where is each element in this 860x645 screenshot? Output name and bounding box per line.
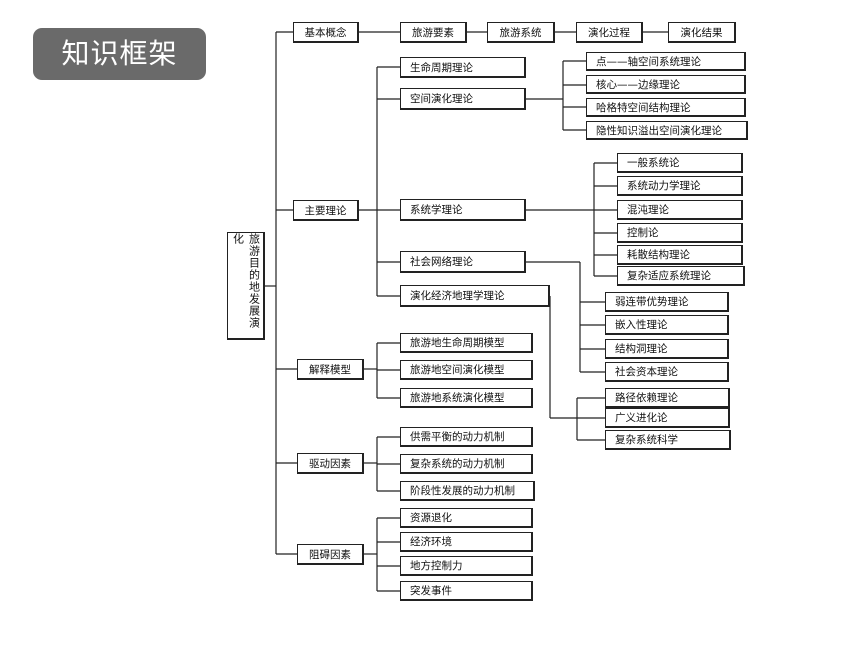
node-obstacle-item: 资源退化 [400,508,533,528]
node-spatial-item: 隐性知识溢出空间演化理论 [586,121,748,140]
node-obstacle-item: 经济环境 [400,532,533,552]
node-econ-geography-theory: 演化经济地理学理论 [400,285,550,307]
node-system-item: 系统动力学理论 [617,176,743,196]
node-model-item: 旅游地生命周期模型 [400,333,533,353]
node-basic-item: 演化结果 [668,22,736,43]
node-main-theories: 主要理论 [293,200,359,221]
node-obstacle-item: 地方控制力 [400,556,533,576]
node-driver-item: 阶段性发展的动力机制 [400,481,535,501]
node-social-item: 结构洞理论 [605,339,729,359]
node-obstacle-factors: 阻碍因素 [297,544,364,565]
node-spatial-item: 哈格特空间结构理论 [586,98,746,117]
node-econ-item: 路径依赖理论 [605,388,730,408]
node-basic-item: 演化过程 [576,22,643,43]
node-basic-item: 旅游系统 [487,22,555,43]
node-model-item: 旅游地空间演化模型 [400,360,533,380]
node-system-item: 控制论 [617,223,743,243]
node-obstacle-item: 突发事件 [400,581,533,601]
node-social-item: 嵌入性理论 [605,315,729,335]
node-system-item: 混沌理论 [617,200,743,220]
node-driver-item: 复杂系统的动力机制 [400,454,533,474]
node-system-theory: 系统学理论 [400,199,526,221]
node-econ-item: 广义进化论 [605,408,730,428]
node-basic-item: 旅游要素 [400,22,467,43]
node-social-item: 社会资本理论 [605,362,729,382]
node-basic-concepts: 基本概念 [293,22,359,43]
node-social-item: 弱连带优势理论 [605,292,729,312]
root-node: 旅游目的地发展演化 [227,232,265,340]
node-system-item: 复杂适应系统理论 [617,266,745,286]
node-driving-factors: 驱动因素 [297,453,364,474]
section-title-badge: 知识框架 [33,28,206,80]
node-lifecycle-theory: 生命周期理论 [400,57,526,78]
node-system-item: 耗散结构理论 [617,245,743,265]
node-econ-item: 复杂系统科学 [605,430,731,450]
node-spatial-item: 点——轴空间系统理论 [586,52,746,71]
node-system-item: 一般系统论 [617,153,743,173]
node-model-item: 旅游地系统演化模型 [400,388,533,408]
node-spatial-theory: 空间演化理论 [400,88,526,110]
node-social-network-theory: 社会网络理论 [400,251,526,273]
node-driver-item: 供需平衡的动力机制 [400,427,533,447]
node-spatial-item: 核心——边缘理论 [586,75,746,94]
node-explanatory-models: 解释模型 [297,359,364,380]
